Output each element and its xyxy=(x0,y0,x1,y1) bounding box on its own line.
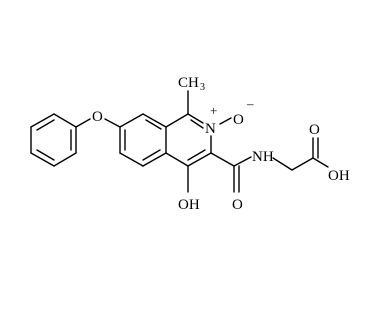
pyridine-ring xyxy=(165,113,212,167)
nitrogen-label: N xyxy=(205,121,216,137)
ring-hydroxyl-label: OH xyxy=(178,197,200,213)
positive-charge: + xyxy=(210,103,217,118)
ether-oxygen-label: O xyxy=(92,109,103,125)
oxide-oxygen-label: O xyxy=(233,112,244,128)
phenyl-ring xyxy=(30,113,77,167)
acid-hydroxyl-label: OH xyxy=(328,168,350,184)
glycine-chain xyxy=(272,137,329,171)
n-oxide-bond xyxy=(219,117,232,125)
amide-nh-label: NH xyxy=(252,149,274,165)
benzo-ring xyxy=(119,113,167,167)
acid-carbonyl-oxygen-label: O xyxy=(309,122,320,138)
carbonyl-oxygen-label: O xyxy=(232,197,243,213)
methyl-subscript: 3 xyxy=(200,82,205,93)
methyl-label: CH xyxy=(178,75,199,91)
ether-linkage xyxy=(75,118,121,128)
carboxamide-group xyxy=(210,152,252,193)
negative-charge: – xyxy=(246,96,254,111)
